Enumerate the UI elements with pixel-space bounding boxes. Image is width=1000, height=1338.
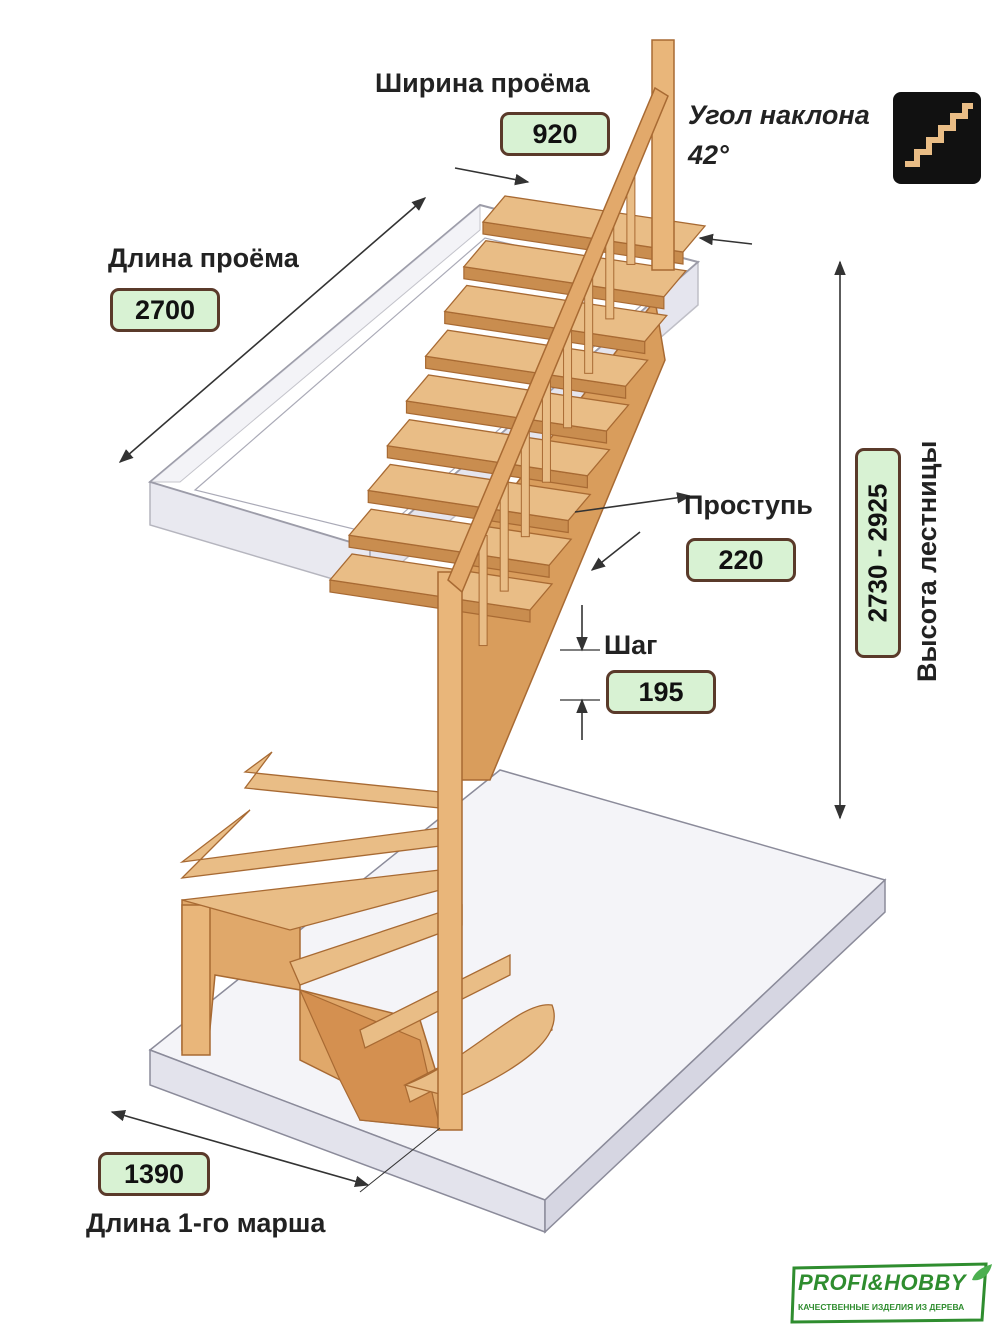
baluster	[478, 535, 488, 647]
opening-width-value: 920	[500, 112, 610, 156]
tread	[481, 195, 707, 253]
height-value-text: 2730 - 2925	[862, 483, 893, 623]
tread-dimension	[574, 492, 692, 513]
step-value: 195	[606, 670, 716, 714]
dimension-lines	[110, 167, 846, 1193]
opening-length-value: 2700	[110, 288, 220, 332]
angle-value: 42°	[688, 140, 729, 170]
height-value: 2730 - 2925	[855, 448, 901, 658]
stairs-icon	[893, 92, 981, 184]
opening-width-title: Ширина проёма	[375, 68, 590, 98]
logo-tagline: КАЧЕСТВЕННЫЕ ИЗДЕЛИЯ ИЗ ДЕРЕВА	[798, 1302, 965, 1312]
opening-length-title: Длина проёма	[108, 243, 299, 273]
brand-logo: PROFI&HOBBY КАЧЕСТВЕННЫЕ ИЗДЕЛИЯ ИЗ ДЕРЕ…	[790, 1262, 995, 1324]
tread	[462, 240, 688, 298]
treads	[179, 195, 707, 1103]
tread	[443, 284, 668, 343]
opening-width-dimension	[454, 167, 530, 186]
balusters	[478, 153, 636, 647]
angle-title: Угол наклона	[688, 100, 870, 130]
step-title: Шаг	[604, 630, 658, 660]
logo-name: PROFI&HOBBY	[798, 1270, 967, 1295]
first-flight-dimension	[110, 1110, 370, 1187]
winder-tread	[179, 809, 441, 879]
height-title: Высота лестницы	[912, 440, 942, 682]
tread-value: 220	[686, 538, 796, 582]
opening-length-dimension	[118, 197, 427, 463]
first-flight-value: 1390	[98, 1152, 210, 1196]
floor-slab	[148, 769, 887, 1234]
tread-title: Проступь	[684, 490, 813, 520]
handrail	[447, 86, 669, 594]
winder-tread	[243, 751, 441, 809]
first-flight-title: Длина 1-го марша	[86, 1208, 326, 1238]
